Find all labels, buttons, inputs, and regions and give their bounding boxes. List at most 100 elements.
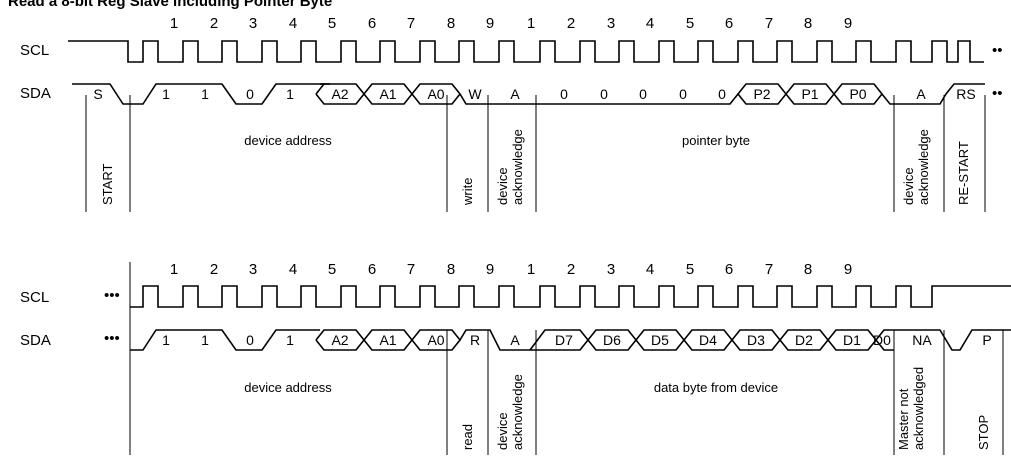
top-device-label-2: device: [901, 167, 916, 205]
top-start-label: START: [100, 164, 115, 205]
bottom-master-not-label: Master not: [896, 388, 911, 450]
bottom-clock-numbers: 1 2 3 4 5 6 7 8 9 1 2 3 4 5 6 7 8 9: [170, 261, 852, 278]
top-bit: 1: [286, 86, 294, 102]
top-bit: 1: [162, 86, 170, 102]
bottom-clock-num: 9: [844, 261, 852, 278]
bottom-bit-labels: 1 1 0 1 A2 A1 A0 R A D7 D6 D5 D4 D3 D2 D…: [162, 332, 992, 348]
top-sda-wave: [72, 83, 985, 105]
bottom-clock-num: 9: [486, 261, 494, 278]
top-bit: P0: [849, 86, 866, 102]
bottom-bit: A0: [427, 332, 444, 348]
top-sda-ellipsis: ••: [992, 85, 1003, 102]
top-clock-num: 6: [368, 15, 376, 32]
bottom-bit: D2: [795, 332, 813, 348]
bottom-bit: D4: [699, 332, 717, 348]
top-bit: 1: [201, 86, 209, 102]
bottom-sda-label: SDA: [20, 332, 51, 349]
top-clock-num: 2: [567, 15, 575, 32]
bottom-bit: 1: [286, 332, 294, 348]
bottom-device-label: device: [495, 412, 510, 450]
bottom-section-device-address: device address: [244, 380, 332, 395]
top-section-device-address: device address: [244, 133, 332, 148]
top-bit: 0: [639, 86, 647, 102]
bottom-section-data-byte: data byte from device: [654, 380, 778, 395]
top-bit: A: [916, 86, 926, 102]
bottom-clock-num: 7: [407, 261, 415, 278]
bottom-acknowledged-label: acknowledged: [911, 367, 926, 450]
top-clock-num: 3: [607, 15, 615, 32]
diagram-title: Read a 8-bit Reg Slave including Pointer…: [8, 0, 332, 10]
bottom-bit: D3: [747, 332, 765, 348]
bottom-scl-label: SCL: [20, 289, 49, 306]
bottom-clock-num: 2: [210, 261, 218, 278]
bottom-bit: D7: [555, 332, 573, 348]
top-bit: S: [93, 86, 102, 102]
bottom-clock-num: 5: [328, 261, 336, 278]
bottom-clock-num: 1: [527, 261, 535, 278]
top-scl-label: SCL: [20, 42, 49, 59]
bottom-bit: R: [470, 332, 480, 348]
top-clock-num: 2: [210, 15, 218, 32]
top-scl-wave: [68, 40, 984, 63]
bottom-sda-wave: [130, 329, 1011, 351]
bottom-scl-ellipsis: •••: [104, 287, 120, 304]
top-bit: P2: [753, 86, 770, 102]
top-scl-ellipsis: ••: [992, 42, 1003, 59]
bottom-read-label: read: [460, 424, 475, 450]
top-bit: P1: [801, 86, 818, 102]
bottom-bit: D5: [651, 332, 669, 348]
bottom-clock-num: 4: [289, 261, 297, 278]
bottom-clock-num: 5: [686, 261, 694, 278]
bottom-clock-num: 4: [646, 261, 654, 278]
top-bit: 0: [600, 86, 608, 102]
bottom-clock-num: 1: [170, 261, 178, 278]
top-dividers: [85, 95, 986, 212]
bottom-clock-num: 2: [567, 261, 575, 278]
bottom-bit: D1: [843, 332, 861, 348]
top-write-label: write: [460, 178, 475, 206]
top-bit: 0: [718, 86, 726, 102]
top-bit: RS: [956, 86, 975, 102]
bottom-bit: A2: [331, 332, 348, 348]
bottom-clock-num: 6: [725, 261, 733, 278]
top-clock-num: 7: [407, 15, 415, 32]
bottom-bit: D6: [603, 332, 621, 348]
bottom-bit: D0: [873, 332, 891, 348]
top-bit: A0: [427, 86, 444, 102]
top-acknowledge-label: acknowledge: [510, 129, 525, 205]
top-bit: 0: [679, 86, 687, 102]
bottom-stop-label: STOP: [976, 415, 991, 450]
bottom-clock-num: 8: [447, 261, 455, 278]
bottom-sda-ellipsis: •••: [104, 330, 120, 347]
bottom-bit: 1: [162, 332, 170, 348]
top-clock-num: 4: [646, 15, 654, 32]
top-clock-num: 4: [289, 15, 297, 32]
top-clock-num: 9: [844, 15, 852, 32]
bottom-clock-num: 7: [765, 261, 773, 278]
top-restart-label: RE-START: [956, 141, 971, 205]
bottom-bit: NA: [912, 332, 932, 348]
top-clock-num: 1: [527, 15, 535, 32]
bottom-bit: 0: [246, 332, 254, 348]
top-clock-numbers: 1 2 3 4 5 6 7 8 9 1 2 3 4 5 6 7 8 9: [170, 15, 852, 32]
bottom-bit: A: [510, 332, 520, 348]
top-clock-num: 8: [804, 15, 812, 32]
bottom-scl-wave: [130, 285, 1011, 308]
top-clock-num: 8: [447, 15, 455, 32]
bottom-bit: 1: [201, 332, 209, 348]
top-section-pointer-byte: pointer byte: [682, 133, 750, 148]
top-bit: A: [510, 86, 520, 102]
top-device-label: device: [495, 167, 510, 205]
top-clock-num: 5: [328, 15, 336, 32]
top-bit: A2: [331, 86, 348, 102]
top-clock-num: 6: [725, 15, 733, 32]
bottom-clock-num: 3: [249, 261, 257, 278]
bottom-bit: P: [982, 332, 991, 348]
top-bit-labels: S 1 1 0 1 A2 A1 A0 W A 0 0 0 0 0 P2 P1 P…: [93, 86, 975, 102]
bottom-clock-num: 8: [804, 261, 812, 278]
top-clock-num: 1: [170, 15, 178, 32]
top-bit: 0: [560, 86, 568, 102]
top-bit: W: [468, 86, 482, 102]
top-acknowledge-label-2: acknowledge: [916, 129, 931, 205]
